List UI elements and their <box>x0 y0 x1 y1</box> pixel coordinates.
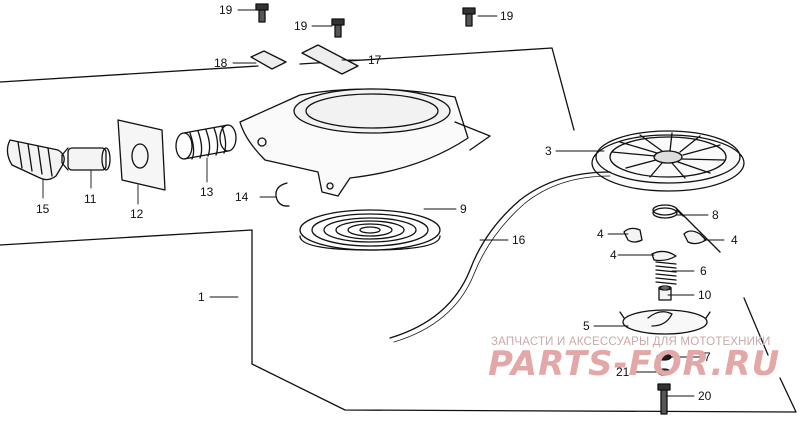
watermark-logo: PARTS-FOR.RU <box>488 344 780 384</box>
collar-10 <box>658 285 672 301</box>
friction-plate-5 <box>619 309 711 335</box>
callout-5: 5 <box>583 319 590 333</box>
spiral-spring-9 <box>299 209 441 251</box>
plate-17 <box>301 44 359 75</box>
starter-housing <box>239 88 491 197</box>
snap-ring-14 <box>275 182 290 207</box>
callout-21: 21 <box>616 365 630 379</box>
callout-10: 10 <box>698 288 712 302</box>
plate-18 <box>250 50 287 70</box>
knob-15 <box>6 139 65 181</box>
watermark: ЗАПЧАСТИ И АКСЕССУАРЫ ДЛЯ МОТОТЕХНИКИ PA… <box>488 336 780 384</box>
bushing-11 <box>61 147 111 171</box>
bolt-19-right <box>462 7 476 27</box>
bolt-19-middle <box>331 18 345 38</box>
callout-4-lower: 4 <box>610 248 617 262</box>
callout-17: 17 <box>368 53 382 67</box>
callout-3: 3 <box>545 144 552 158</box>
assembly-frame <box>0 47 797 413</box>
rope-16 <box>389 171 611 339</box>
callout-19-middle: 19 <box>294 19 308 33</box>
callout-13: 13 <box>200 185 214 199</box>
leader-lines <box>42 9 725 397</box>
callout-20: 20 <box>698 389 712 403</box>
callout-8: 8 <box>712 208 719 222</box>
pawl-4-right <box>683 230 707 245</box>
callout-15: 15 <box>36 202 50 216</box>
callout-1: 1 <box>198 290 205 304</box>
callout-9: 9 <box>460 202 467 216</box>
callout-6: 6 <box>700 264 707 278</box>
watermark-tagline: ЗАПЧАСТИ И АКСЕССУАРЫ ДЛЯ МОТОТЕХНИКИ <box>491 336 771 348</box>
spring-6 <box>655 261 677 285</box>
callout-11: 11 <box>84 192 97 206</box>
callout-19-right: 19 <box>500 9 514 23</box>
callout-18: 18 <box>214 56 228 70</box>
bolt-20 <box>657 383 671 415</box>
callout-12: 12 <box>130 207 144 221</box>
pawl-4-left <box>623 227 643 243</box>
reel-pulley-3 <box>591 130 745 192</box>
gasket-plate-12 <box>117 119 166 191</box>
callout-19-left: 19 <box>219 3 233 17</box>
callout-7: 7 <box>704 350 711 364</box>
spring-8 <box>652 204 684 219</box>
callout-14: 14 <box>235 190 249 204</box>
spring-13 <box>175 124 237 160</box>
callout-4-right: 4 <box>731 233 738 247</box>
pawl-4-lower <box>651 250 677 262</box>
bolt-19-left <box>255 3 269 23</box>
callout-4-left: 4 <box>597 227 604 241</box>
callout-16: 16 <box>512 233 526 247</box>
